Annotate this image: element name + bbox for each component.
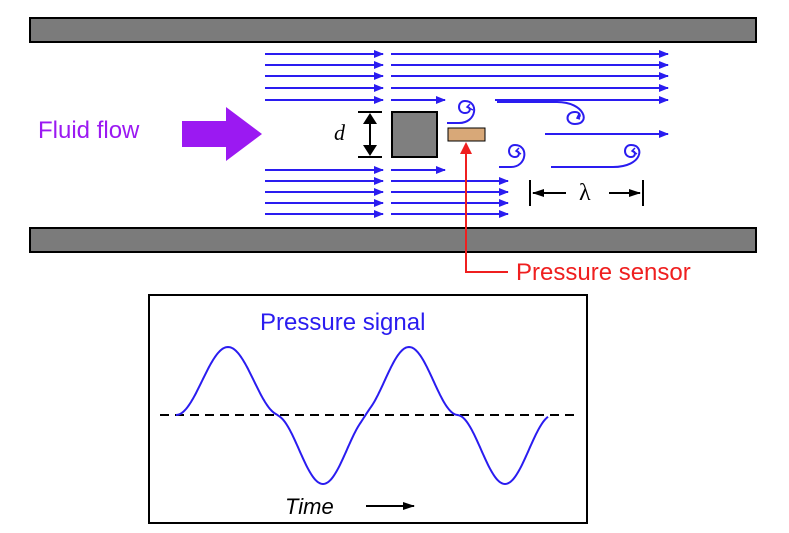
signal-frame — [148, 294, 588, 524]
pressure-signal-title: Pressure signal — [260, 309, 425, 336]
spiral-vortex-icon — [551, 143, 641, 168]
vortex-shedding — [447, 99, 641, 168]
pressure-signal-panel: Pressure signal Time — [148, 294, 588, 524]
time-label: Time — [285, 494, 334, 519]
pressure-sensor — [447, 127, 486, 142]
pipe-wall-bottom — [29, 227, 757, 253]
fluid-flow-label: Fluid flow — [38, 117, 140, 144]
streamlines — [265, 50, 669, 218]
spiral-vortex-icon — [497, 101, 585, 126]
right-block-arrow-icon — [182, 107, 262, 161]
spiral-vortex-icon — [447, 99, 475, 124]
dimension-d-label: d — [334, 120, 346, 145]
dimension-d — [358, 111, 382, 158]
bluff-body — [391, 111, 438, 158]
lambda-label: λ — [579, 180, 591, 206]
pipe-wall-top — [29, 17, 757, 43]
sensor-pointer — [460, 142, 508, 273]
dimension-lambda — [529, 180, 644, 206]
spiral-vortex-icon — [499, 143, 526, 168]
pressure-sensor-label: Pressure sensor — [516, 259, 691, 286]
signal-wave — [175, 345, 549, 486]
